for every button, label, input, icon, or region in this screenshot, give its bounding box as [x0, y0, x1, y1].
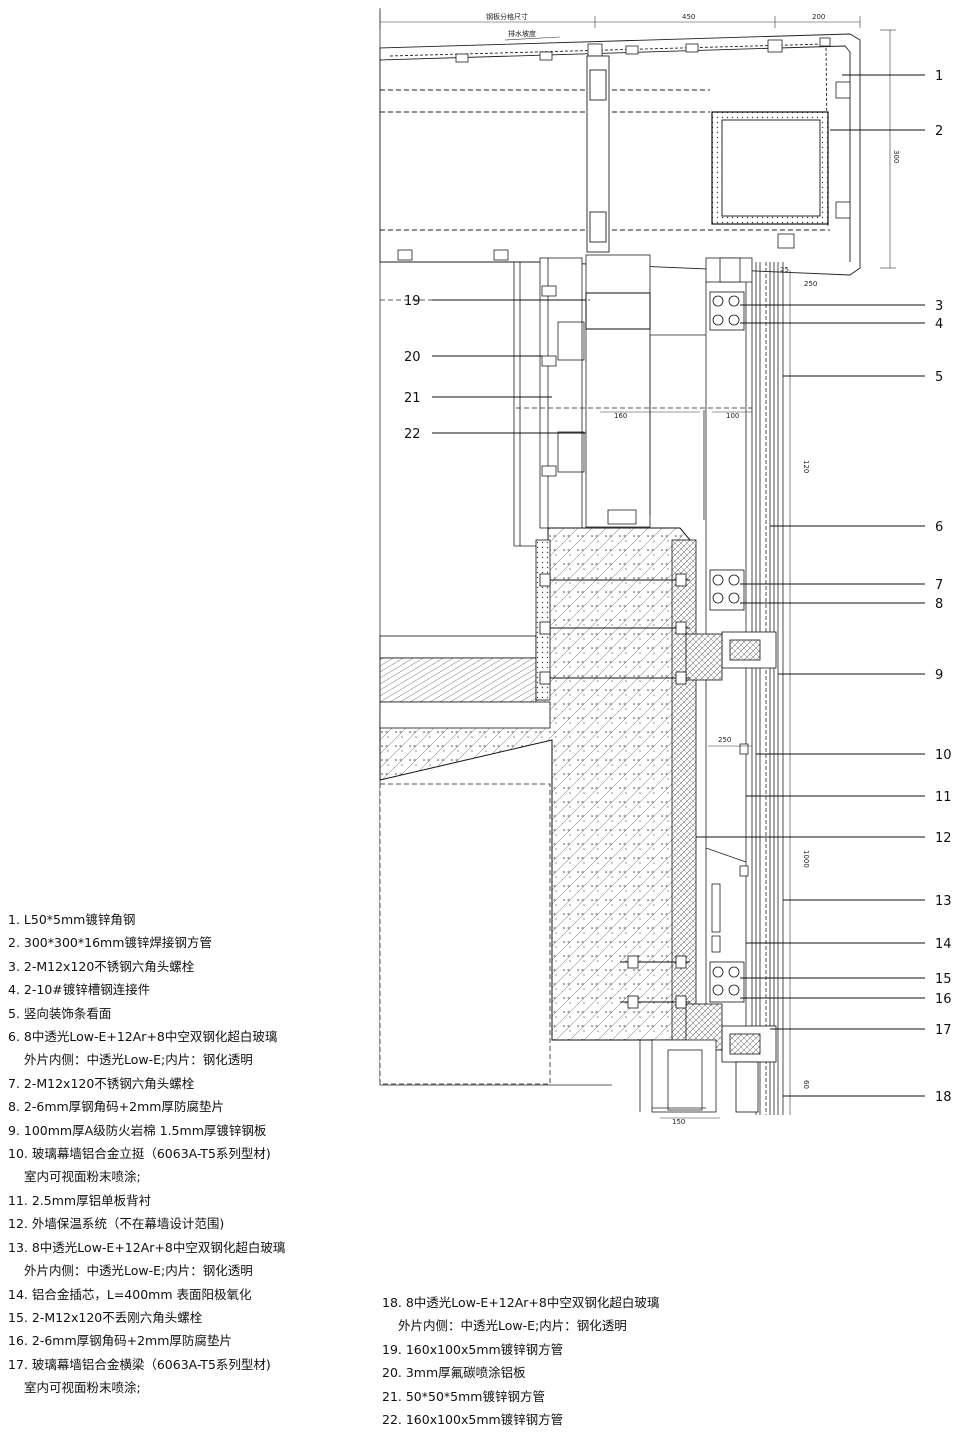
square-steel-tube: [711, 111, 829, 225]
dim-top-right: 200: [812, 13, 825, 21]
legend-item: 20. 3mm厚氟碳喷涂铝板: [382, 1365, 526, 1381]
callout-numbers-right: 1 2 3 4 5 6 7 8 9 10 11 12 13 14 15 16 1…: [935, 69, 952, 1105]
floor-buildup: [379, 539, 551, 729]
legend-item-continuation: 室内可视面粉末喷涂;: [24, 1169, 141, 1185]
legend-item: 2. 300*300*16mm镀锌焊接钢方管: [8, 935, 212, 951]
legend-item: 10. 玻璃幕墙铝合金立挺（6063A-T5系列型材): [8, 1146, 271, 1162]
legend-item: 9. 100mm厚A级防火岩棉 1.5mm厚镀锌钢板: [8, 1122, 267, 1138]
legend-item-continuation: 外片内侧：中透光Low-E;内片：钢化透明: [398, 1318, 627, 1334]
callout-1: 1: [935, 69, 943, 84]
legend-item: 17. 玻璃幕墙铝合金横梁（6063A-T5系列型材): [8, 1356, 271, 1372]
legend-item: 15. 2-M12x120不丢刚六角头螺栓: [8, 1309, 203, 1325]
top-dimension: [379, 10, 861, 30]
legend-item: 7. 2-M12x120不锈钢六角头螺栓: [8, 1075, 195, 1091]
legend-item: 5. 竖向装饰条看面: [8, 1005, 112, 1021]
callout-numbers-left: 19 20 21 22: [404, 294, 421, 442]
dim-100: 100: [726, 412, 739, 420]
legend-item: 18. 8中透光Low-E+12Ar+8中空双钢化超白玻璃: [382, 1295, 660, 1310]
dim-right-vertical: 300: [892, 150, 900, 163]
callout-17: 17: [935, 1023, 952, 1038]
dimension-lines: [600, 270, 791, 1119]
legend-item: 13. 8中透光Low-E+12Ar+8中空双钢化超白玻璃: [8, 1239, 286, 1255]
legend-item: 3. 2-M12x120不锈钢六角头螺栓: [8, 958, 195, 974]
callout-12: 12: [935, 831, 952, 846]
legend-item: 11. 2.5mm厚铝单板背衬: [8, 1192, 152, 1208]
legend-item-continuation: 室内可视面粉末喷涂;: [24, 1380, 141, 1396]
legend-item: 8. 2-6mm厚钢角码+2mm厚防腐垫片: [8, 1099, 224, 1115]
bolt-group-mid: [709, 569, 745, 611]
legend-item: 1. L50*5mm镀锌角钢: [8, 912, 136, 927]
legend-item: 19. 160x100x5mm镀锌钢方管: [382, 1341, 564, 1357]
callout-8: 8: [935, 597, 943, 612]
anchor-nuts: [539, 573, 687, 1009]
legend-left: 1. L50*5mm镀锌角钢 2. 300*300*16mm镀锌焊接钢方管 3.…: [8, 908, 285, 1400]
dim-120: 120: [802, 460, 810, 473]
legend-item: 16. 2-6mm厚钢角码+2mm厚防腐垫片: [8, 1333, 232, 1349]
legend-item: 14. 铝合金插芯，L=400mm 表面阳极氧化: [8, 1286, 252, 1302]
callout-5: 5: [935, 370, 943, 385]
legend-right: 18. 8中透光Low-E+12Ar+8中空双钢化超白玻璃 外片内侧：中透光Lo…: [382, 1291, 659, 1431]
callout-19: 19: [404, 294, 421, 309]
upper-steel-frame: [380, 254, 752, 547]
dim-1000: 1000: [802, 850, 810, 868]
transoms: [721, 631, 777, 1113]
soffit-brackets: [397, 233, 795, 261]
callout-leaders-right: [696, 74, 925, 1097]
callout-9: 9: [935, 668, 943, 683]
legend-item: 21. 50*50*5mm镀锌钢方管: [382, 1388, 545, 1404]
dim-top-label: 钢板分格尺寸: [486, 12, 528, 21]
legend-item-continuation: 外片内侧：中透光Low-E;内片：钢化透明: [24, 1052, 253, 1068]
legend-item: 22. 160x100x5mm镀锌钢方管: [382, 1412, 564, 1428]
anchor-bolts: [540, 579, 690, 1003]
legend-item: 4. 2-10#镀锌槽钢连接件: [8, 982, 151, 998]
dim-60: 60: [802, 1080, 810, 1089]
callout-7: 7: [935, 578, 943, 593]
legend-item: 6. 8中透光Low-E+12Ar+8中空双钢化超白玻璃: [8, 1029, 278, 1045]
callout-16: 16: [935, 992, 952, 1007]
slope-arrow: [504, 36, 561, 41]
callout-22: 22: [404, 427, 421, 442]
upper-brackets: [541, 285, 637, 525]
interior-opening: [379, 783, 551, 1085]
legend-item: 12. 外墙保温系统（不在幕墙设计范围): [8, 1216, 225, 1232]
dim-150: 150: [672, 1118, 685, 1126]
callout-13: 13: [935, 894, 952, 909]
callout-2: 2: [935, 124, 943, 139]
lower-mullion-details: [705, 743, 749, 953]
callout-10: 10: [935, 748, 952, 763]
callout-4: 4: [935, 317, 943, 332]
right-dimension: [880, 29, 896, 269]
callout-18: 18: [935, 1090, 952, 1105]
callout-11: 11: [935, 790, 952, 805]
callout-3: 3: [935, 299, 943, 314]
base-section: [380, 1039, 717, 1113]
dim-top-mid: 450: [682, 13, 695, 21]
dim-25: 25: [780, 266, 789, 274]
central-steel-post: [586, 55, 610, 253]
dim-250: 250: [804, 280, 817, 288]
callout-21: 21: [404, 391, 421, 406]
bolt-group-top: [709, 291, 745, 331]
dim-160: 160: [614, 412, 627, 420]
bolt-group-bottom: [709, 961, 745, 1003]
legend-item-continuation: 外片内侧：中透光Low-E;内片：钢化透明: [24, 1263, 253, 1279]
callout-6: 6: [935, 520, 943, 535]
slope-label: 排水坡度: [508, 29, 536, 38]
dim-250b: 250: [718, 736, 731, 744]
callout-14: 14: [935, 937, 952, 952]
coping-brackets: [455, 37, 831, 63]
curtain-wall-glass: [755, 262, 784, 1115]
callout-15: 15: [935, 972, 952, 987]
callout-20: 20: [404, 350, 421, 365]
callout-leaders-left: [432, 299, 586, 434]
angle-brackets: [835, 81, 851, 219]
